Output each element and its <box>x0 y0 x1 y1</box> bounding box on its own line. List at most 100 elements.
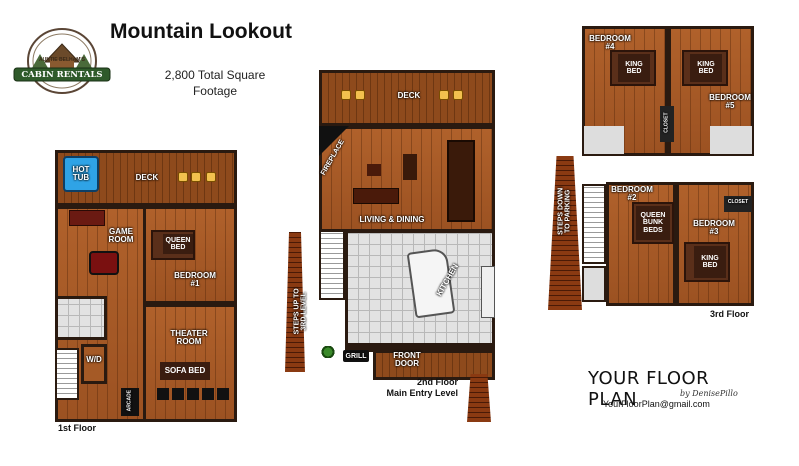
queen-bunk-line2: BUNK <box>642 219 664 227</box>
king-bed-a-line1: KING <box>625 60 643 68</box>
front-door-line1: FRONT <box>393 351 421 360</box>
floor1-label: 1st Floor <box>58 423 97 433</box>
logo-top-text: AUNTIE BELHAM'S <box>39 57 85 63</box>
bedroom1-label: BEDROOM #1 <box>165 271 225 289</box>
bedroom4-bath <box>584 126 624 154</box>
queen-bed-line2: BED <box>170 244 186 251</box>
bedroom5-line2: #5 <box>725 101 735 111</box>
counter <box>481 266 495 318</box>
floor2-plan: DECK FIREPLACE LIVING & DINING KITCHEN S… <box>285 70 495 422</box>
page-title: Mountain Lookout <box>110 20 292 43</box>
brand-name: YOUR FLOOR PLAN <box>588 368 710 410</box>
bedroom3-line1: BEDROOM <box>693 219 735 228</box>
living-dining-label: LIVING & DINING <box>359 215 425 224</box>
cabin-logo-icon <box>13 28 111 94</box>
game-room-label: GAME ROOM <box>103 227 139 245</box>
game-table <box>69 210 105 226</box>
outdoor-stairs-right <box>467 374 491 422</box>
bedroom3-label: BEDROOM #3 <box>692 219 736 237</box>
king-bed-a-line2: BED <box>626 68 642 75</box>
closet-a-label: CLOSET <box>663 112 670 133</box>
arcade-label: ARCADE <box>126 389 133 412</box>
theater-seating <box>157 388 229 400</box>
dining-table <box>447 140 475 222</box>
logo: AUNTIE BELHAM'S CABIN RENTALS <box>12 26 112 96</box>
deck-chair <box>341 90 351 100</box>
bedroom5-bath <box>710 126 752 154</box>
armchair <box>367 164 381 176</box>
steps-up-label: STEPS UP TO 3RD LEVEL <box>294 281 309 341</box>
sofa-bed: SOFA BED <box>160 362 210 380</box>
floor3-bath <box>582 266 606 302</box>
floor2-label: 2nd Floor Main Entry Level <box>376 377 458 399</box>
laundry <box>81 344 107 384</box>
bedroom2-line1: BEDROOM <box>611 185 653 194</box>
floor3-stairs <box>582 184 606 264</box>
closet-b-label: CLOSET <box>727 199 749 205</box>
bedroom2-label: BEDROOM #2 <box>610 185 654 203</box>
wd-label: W/D <box>86 355 102 364</box>
queen-bed-line1: QUEEN <box>165 236 191 244</box>
floor2-stairs <box>319 230 345 300</box>
closet-b <box>724 196 752 212</box>
bedroom1-line2: #1 <box>190 279 200 289</box>
hot-tub <box>63 156 99 192</box>
bedroom4-label: BEDROOM #4 <box>588 34 632 52</box>
floor3-label: 3rd Floor <box>710 309 750 319</box>
sofa <box>353 188 399 204</box>
steps-down-label: STEPS DOWN TO PARKING <box>558 180 573 242</box>
bedroom5-label: BEDROOM #5 <box>708 93 752 111</box>
hot-tub-label: HOT TUB <box>72 165 90 183</box>
game-room-line2: ROOM <box>108 235 134 245</box>
bedroom5-line1: BEDROOM <box>709 93 751 102</box>
square-footage-line1: 2,800 Total Square <box>164 68 266 82</box>
deck-chair <box>191 172 201 182</box>
theater-line1: THEATER <box>170 329 208 338</box>
grill-plants <box>319 346 337 358</box>
king-bed-c-line2: BED <box>702 262 718 269</box>
logo-main-text: CABIN RENTALS <box>21 70 103 80</box>
square-footage: 2,800 Total Square Footage <box>150 67 280 99</box>
deck-chair <box>355 90 365 100</box>
outdoor-stairs-left <box>285 232 305 372</box>
grill-label: GRILL <box>345 353 367 360</box>
floor1-stairs <box>55 348 79 400</box>
king-bed-b-line1: KING <box>697 60 715 68</box>
king-bed-b-line2: BED <box>698 68 714 75</box>
floor1-bathroom <box>55 296 107 340</box>
deck-chair <box>178 172 188 182</box>
floor2-deck-label: DECK <box>397 91 421 100</box>
bedroom1-line1: BEDROOM <box>174 271 216 280</box>
deck-chair <box>453 90 463 100</box>
coffee-table <box>403 154 417 180</box>
bedroom3-line2: #3 <box>709 227 719 237</box>
arcade <box>121 388 139 416</box>
theater-label: THEATER ROOM <box>159 329 219 347</box>
bedroom2-line2: #2 <box>627 193 637 203</box>
grill <box>343 350 369 362</box>
floor2-label-line2: Main Entry Level <box>386 387 458 398</box>
deck-chair <box>439 90 449 100</box>
bedroom4-line1: BEDROOM <box>589 34 631 43</box>
king-bed-c-line1: KING <box>701 254 719 262</box>
steps-down-line2: TO PARKING <box>565 189 572 233</box>
queen-bunk-line3: BEDS <box>643 226 663 234</box>
poker-table <box>89 251 119 275</box>
game-room-line1: GAME <box>109 227 133 236</box>
queen-bunk-line1: QUEEN <box>640 211 666 219</box>
brand-byline: by DenisePillo <box>680 389 738 398</box>
theater-line2: ROOM <box>176 337 202 347</box>
floor2-label-line1: 2nd Floor <box>417 377 458 387</box>
floor1-deck-label: DECK <box>135 173 159 182</box>
bedroom4-line2: #4 <box>605 42 615 52</box>
brand-email: YourFloorPlan@gmail.com <box>603 399 710 409</box>
front-door-label: FRONT DOOR <box>385 351 429 369</box>
front-door-line2: DOOR <box>395 359 419 369</box>
steps-up-line2: 3RD LEVEL <box>301 292 308 331</box>
